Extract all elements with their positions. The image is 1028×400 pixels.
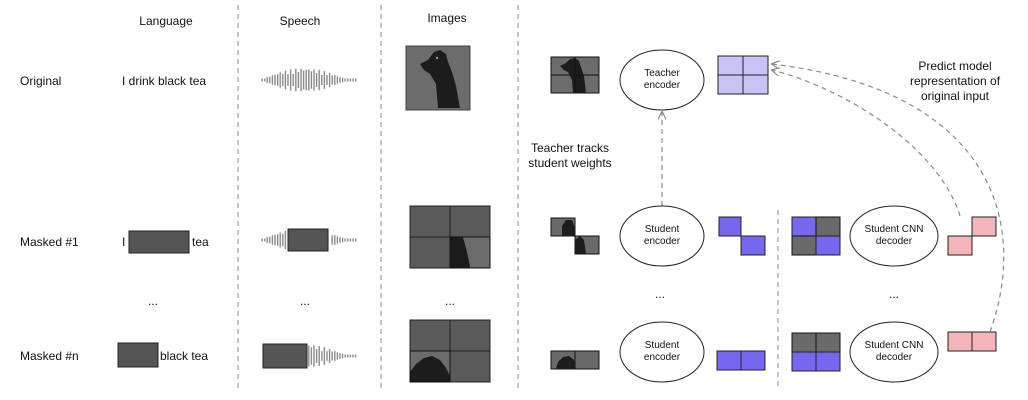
student-encoder-1-label-1: Student	[645, 224, 680, 235]
student-encoder-n	[619, 321, 705, 383]
image-masked-1	[409, 205, 491, 269]
original-sentence: I drink black tea	[122, 74, 206, 88]
speech-waveform-masked-n	[308, 345, 357, 367]
student-decoder-n-label-2: decoder	[876, 352, 913, 363]
teacher-representation	[717, 55, 769, 95]
student-decoder-n	[849, 321, 939, 383]
student-encoder-1	[619, 205, 705, 267]
student-representation-n	[716, 350, 766, 371]
speech-mask-1	[287, 228, 329, 252]
masked1-word-right: tea	[192, 235, 209, 249]
student-encoder-n-label-2: encoder	[644, 352, 681, 363]
student-decoder-1-label-1: Student CNN	[865, 224, 924, 235]
maskedn-text-mask	[117, 342, 159, 368]
teacher-encoder-label-1: Teacher	[644, 68, 680, 79]
decoder-input-n	[791, 332, 841, 372]
predict-label-2: representation of	[910, 74, 1001, 88]
teacher-encoder	[619, 49, 705, 111]
speech-waveform-original	[261, 68, 357, 92]
decoder-input-1	[791, 216, 841, 256]
student-encoder-1-label-2: encoder	[644, 236, 681, 247]
predict-label-3: original input	[921, 89, 990, 103]
header-speech: Speech	[280, 14, 321, 28]
speech-mask-n	[262, 343, 308, 369]
prediction-1	[947, 216, 997, 256]
header-language: Language	[139, 14, 193, 28]
student-decoder-1-label-2: decoder	[876, 236, 913, 247]
masked1-text-mask	[128, 230, 190, 254]
student-input-patches-1	[550, 217, 600, 255]
teacher-encoder-label-2: encoder	[644, 80, 681, 91]
teacher-input-patches	[550, 56, 600, 94]
prediction-n	[947, 331, 997, 352]
student-representation-1	[718, 216, 766, 256]
header-images: Images	[427, 11, 466, 25]
decoder-ellipsis: ...	[889, 287, 899, 301]
student-decoder-n-label-1: Student CNN	[865, 340, 924, 351]
language-ellipsis: ...	[148, 294, 158, 308]
masked1-word-left: I	[122, 235, 125, 249]
teacher-tracks-label-2: student weights	[528, 156, 611, 170]
maskedn-word-right: black tea	[160, 349, 208, 363]
speech-ellipsis: ...	[300, 294, 310, 308]
row-label-original: Original	[20, 74, 61, 88]
image-masked-n	[409, 319, 491, 383]
encoder-ellipsis: ...	[655, 287, 665, 301]
image-original	[405, 45, 471, 111]
dog-silhouette	[420, 50, 460, 108]
row-label-masked-1: Masked #1	[20, 235, 79, 249]
student-encoder-n-label-1: Student	[645, 340, 680, 351]
speech-waveform-masked-1	[261, 230, 357, 250]
prediction-arrow-1	[772, 70, 961, 217]
prediction-arrow-n	[772, 64, 1005, 333]
student-decoder-1	[849, 205, 939, 267]
student-input-patches-n	[550, 350, 600, 370]
teacher-tracks-label-1: Teacher tracks	[531, 141, 609, 155]
images-ellipsis: ...	[445, 294, 455, 308]
row-label-masked-n: Masked #n	[20, 349, 79, 363]
predict-label-1: Predict model	[918, 59, 991, 73]
